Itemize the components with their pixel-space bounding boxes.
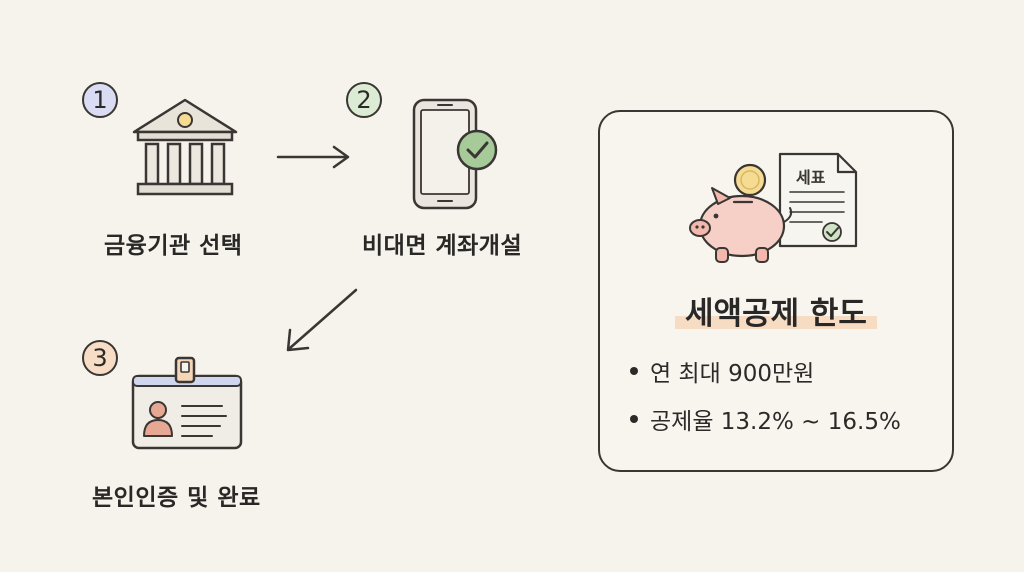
bullet-dot-icon	[630, 367, 638, 375]
step-2-badge: 2	[346, 82, 382, 118]
step-2-label: 비대면 계좌개설	[362, 233, 523, 259]
step-1-label: 금융기관 선택	[104, 233, 243, 259]
arrow-right-icon	[276, 145, 350, 169]
tax-credit-info-box: 세표 세액공제 한도 연 최대 900만원 공제율 13.2% ~ 16.5%	[598, 110, 954, 472]
info-bullet: 공제율 13.2% ~ 16.5%	[630, 402, 901, 436]
step-2-number: 2	[356, 86, 372, 114]
smartphone-check-icon	[412, 98, 498, 210]
id-card-icon	[131, 356, 243, 450]
step-3-badge: 3	[82, 340, 118, 376]
step-3-label: 본인인증 및 완료	[92, 485, 261, 511]
info-bullet: 연 최대 900만원	[630, 354, 814, 388]
step-1-badge: 1	[82, 82, 118, 118]
bullet-text: 연 최대 900만원	[650, 361, 815, 387]
bullet-dot-icon	[630, 415, 638, 423]
step-3-number: 3	[92, 344, 108, 372]
piggy-bank-icon	[689, 187, 793, 263]
bank-icon	[132, 98, 238, 196]
arrow-down-left-icon	[286, 288, 358, 352]
coin-icon	[733, 163, 767, 197]
info-title: 세액공제 한도	[600, 288, 952, 333]
info-title-text: 세액공제 한도	[675, 296, 877, 332]
document-label: 세표	[796, 168, 826, 187]
bullet-text: 공제율 13.2% ~ 16.5%	[650, 409, 901, 435]
step-1-number: 1	[92, 86, 108, 114]
